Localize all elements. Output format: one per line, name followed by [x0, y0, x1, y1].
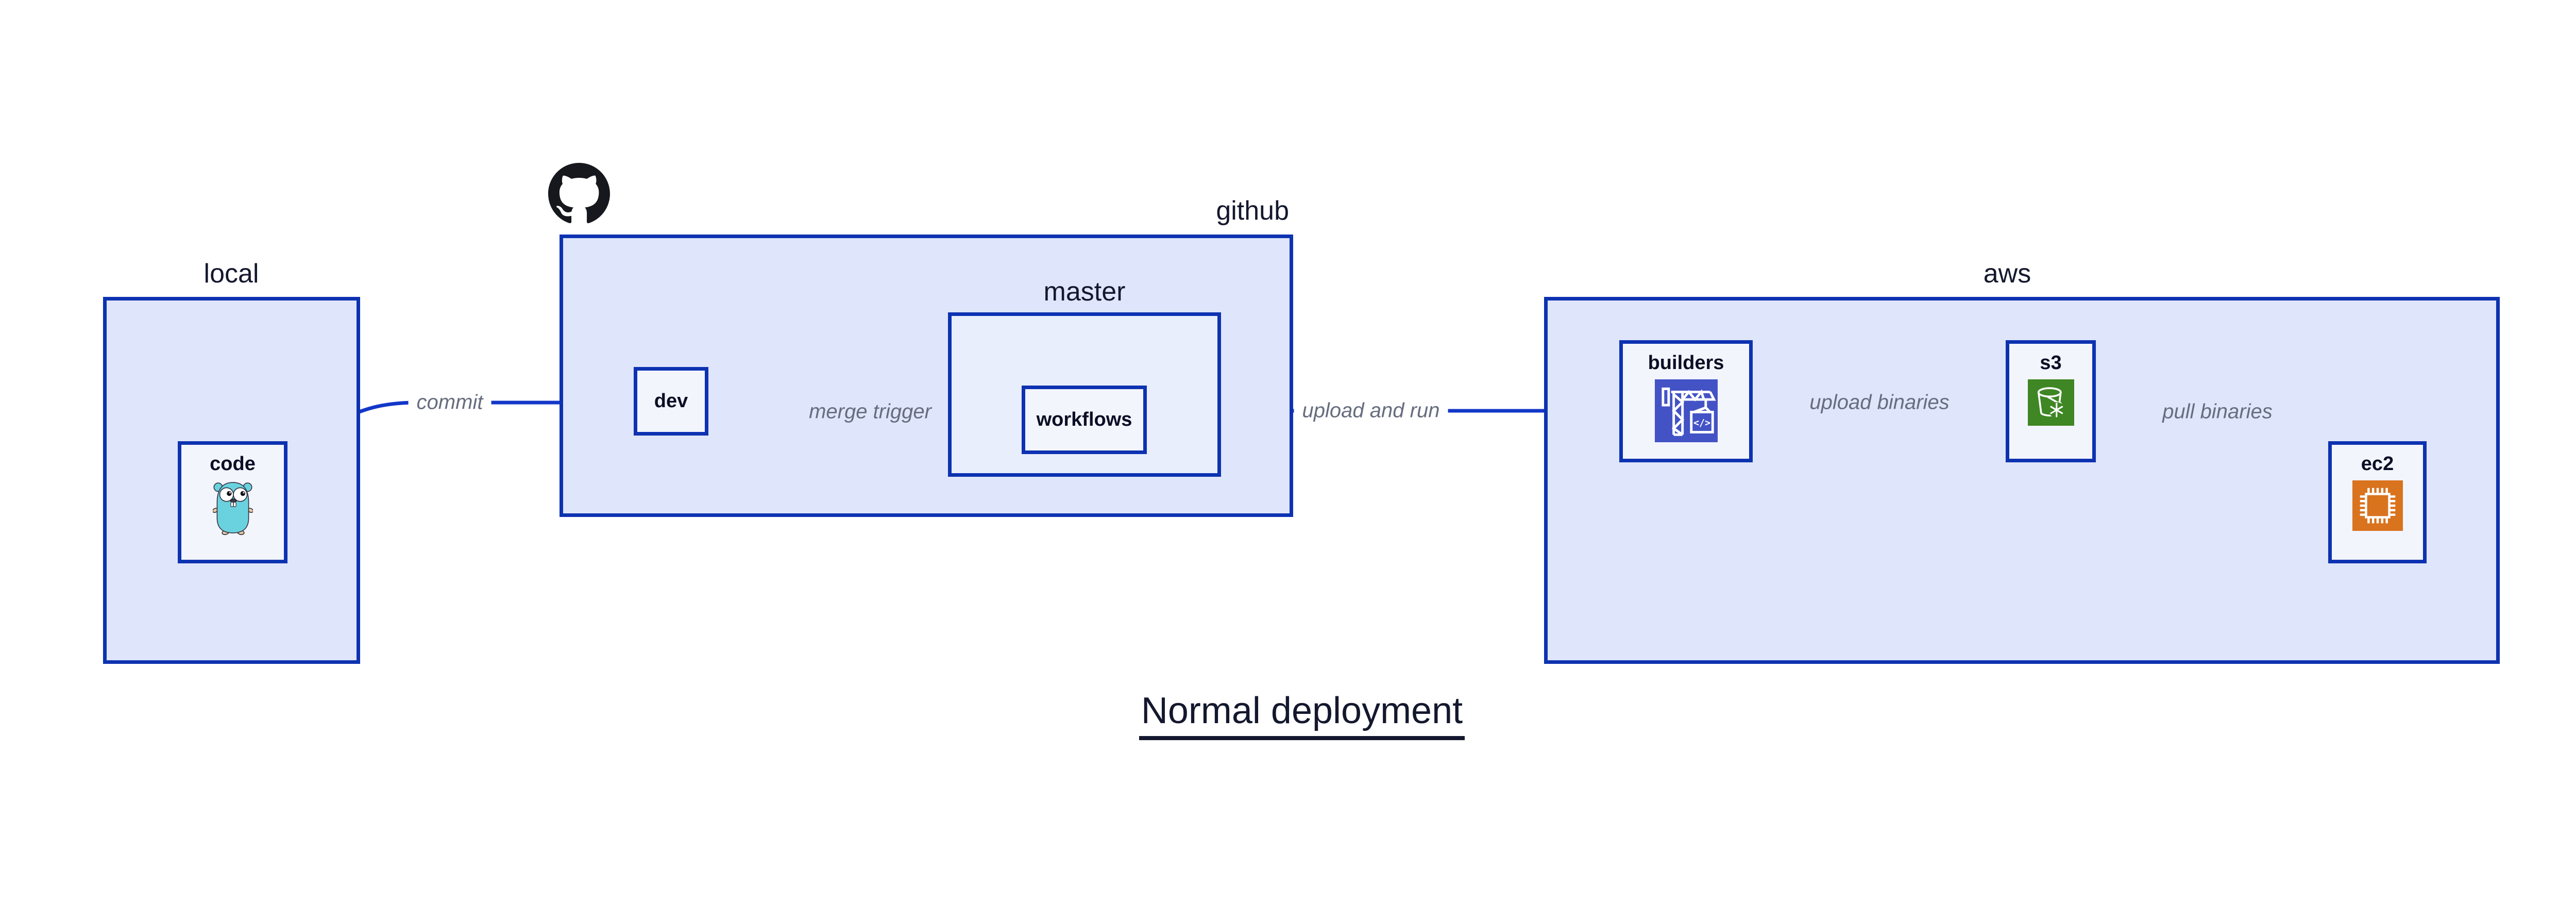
builders-node-label: builders — [1648, 352, 1724, 374]
s3-bucket-icon — [2027, 379, 2074, 428]
ec2-node-label: ec2 — [2361, 453, 2394, 475]
title-row: Normal deployment — [0, 690, 2576, 740]
local-container-label: local — [204, 259, 259, 289]
aws-container-label: aws — [1983, 259, 2031, 289]
code-node-label: code — [210, 453, 256, 475]
edge-label-pull-binaries: pull binaries — [2154, 399, 2281, 425]
crane-code-glyph: </> — [1693, 417, 1710, 428]
codebuild-crane-icon: </> — [1654, 379, 1718, 445]
edge-label-commit: commit — [408, 390, 492, 415]
ec2-chip-icon — [2352, 480, 2403, 533]
builders-node: builders </> — [1619, 340, 1753, 462]
github-container-label: github — [1216, 196, 1289, 226]
workflows-node: workflows — [1022, 386, 1147, 454]
dev-node-label: dev — [654, 390, 688, 412]
master-container-label: master — [1043, 277, 1126, 307]
s3-node: s3 — [2006, 340, 2096, 462]
diagram-title: Normal deployment — [1139, 690, 1465, 740]
edge-label-upload-and-run: upload and run — [1294, 398, 1448, 424]
ec2-node: ec2 — [2328, 441, 2427, 563]
github-octocat-icon — [548, 163, 610, 227]
dev-node: dev — [634, 367, 708, 436]
edge-label-merge-trigger: merge trigger — [801, 399, 940, 425]
code-node: code — [178, 441, 287, 563]
go-gopher-icon — [212, 480, 253, 538]
workflows-node-label: workflows — [1036, 409, 1132, 430]
s3-node-label: s3 — [2040, 352, 2062, 374]
edge-label-upload-binaries: upload binaries — [1801, 390, 1958, 415]
